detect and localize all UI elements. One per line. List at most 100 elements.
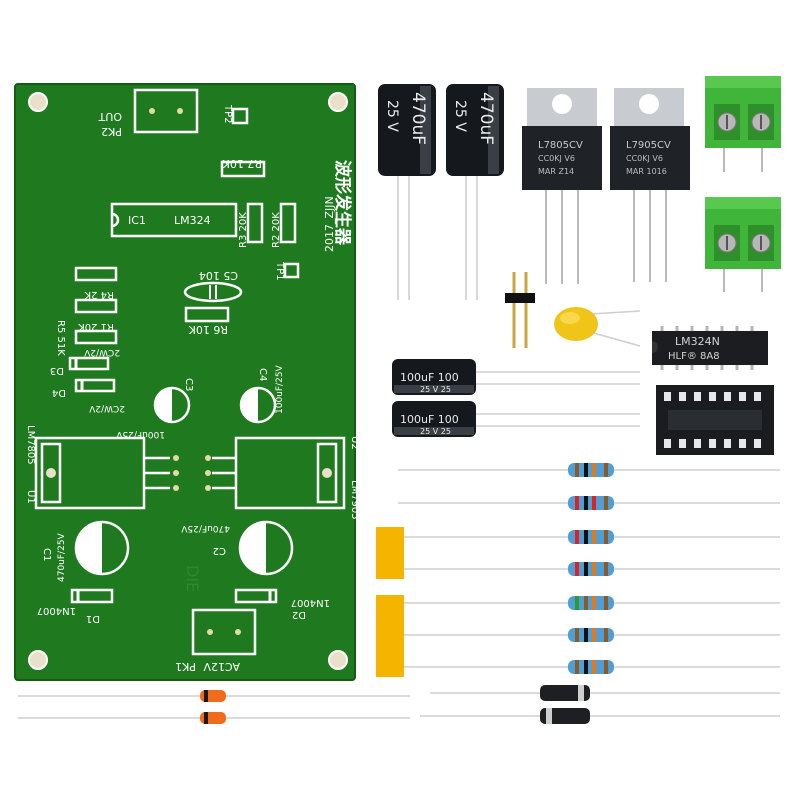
capacitor-100uf-1: 100uF 100 25 V 25 xyxy=(392,359,640,395)
mounting-hole xyxy=(28,92,48,112)
svg-text:L7905CV: L7905CV xyxy=(626,140,671,151)
resistor-7 xyxy=(398,660,780,674)
svg-text:LM324N: LM324N xyxy=(675,335,720,348)
tp2-pad xyxy=(231,107,249,125)
resistor-5 xyxy=(398,596,780,610)
r7-outline xyxy=(220,160,266,178)
svg-text:25 V: 25 V xyxy=(452,100,468,132)
diode-1n4007-2 xyxy=(420,708,780,724)
c5-outline xyxy=(183,281,243,303)
regulator-l7805: L7805CV CC0KJ V6 MAR Z14 xyxy=(522,88,602,284)
resistor-6 xyxy=(398,628,780,642)
mounting-hole xyxy=(28,650,48,670)
r5-outline xyxy=(74,329,118,345)
d4-outline xyxy=(74,378,116,393)
d2-outline xyxy=(234,588,278,604)
capacitor-470uf-1: 470uF 25 V xyxy=(378,84,436,300)
r6-label: R6 10K xyxy=(188,323,228,336)
mounting-hole xyxy=(328,92,348,112)
c5-label: C5 104 xyxy=(199,269,238,282)
r1-outline xyxy=(74,298,118,314)
svg-text:25 V 25: 25 V 25 xyxy=(420,385,451,394)
svg-text:MAR Z14: MAR Z14 xyxy=(538,167,574,176)
svg-text:25 V: 25 V xyxy=(384,100,400,132)
zener-diode-2 xyxy=(18,712,410,724)
svg-text:HLF® 8A8: HLF® 8A8 xyxy=(668,351,720,362)
pad-row xyxy=(173,455,211,491)
svg-text:100uF 100: 100uF 100 xyxy=(400,371,459,384)
r4-outline xyxy=(74,266,118,282)
bottom-layer-mark: DIE xyxy=(183,565,202,592)
mounting-hole xyxy=(328,650,348,670)
ic1-label: IC1 xyxy=(128,214,146,227)
u1-part-label: LM7805 xyxy=(25,425,36,465)
ic-lm324: LM324N HLF® 8A8 xyxy=(652,326,768,370)
svg-text:L7805CV: L7805CV xyxy=(538,140,583,151)
diode-1n4007-1 xyxy=(430,685,780,701)
c1-value: 470uF/25V xyxy=(57,532,67,582)
pk2-label: PK2 xyxy=(101,125,122,138)
svg-text:CC0KJ V6: CC0KJ V6 xyxy=(538,154,575,163)
resistor-1 xyxy=(398,463,780,477)
out-label: OUT xyxy=(98,110,122,123)
u2-part-label: LM7905 xyxy=(349,480,360,520)
pcb-board: OUT PK2 TP2 R7 10K IC1 LM324 R3 20K R2 2… xyxy=(14,83,360,681)
board-title-cn: 波形发生器 xyxy=(332,160,353,246)
c3-label: C3 xyxy=(183,378,194,391)
tape-strip-1 xyxy=(376,527,404,579)
c1-label: C1 xyxy=(41,548,52,561)
svg-text:100uF 100: 100uF 100 xyxy=(400,413,459,426)
tp1-pad xyxy=(283,262,300,279)
r3-label: R3 20K xyxy=(238,212,249,248)
pin-header xyxy=(505,272,535,348)
tp2-label: TP2 xyxy=(222,104,233,124)
resistor-4 xyxy=(398,562,780,576)
terminal-block-2 xyxy=(705,197,781,292)
capacitor-100uf-2: 100uF 100 25 V 25 xyxy=(392,401,640,437)
c3-value: 100uF/25V xyxy=(115,429,165,439)
board-title-code: 2017_ZJJN xyxy=(323,196,336,252)
d4-label: D4 xyxy=(52,387,66,398)
ic1-outline xyxy=(110,202,238,238)
d2-value: 1N4007 xyxy=(291,597,330,608)
ic-socket xyxy=(656,385,774,455)
c2-value: 470uF/25V xyxy=(180,523,230,533)
svg-text:CC0KJ V6: CC0KJ V6 xyxy=(626,154,663,163)
pk1-label: PK1 xyxy=(175,660,196,673)
zener-diode-1 xyxy=(18,690,410,702)
ceramic-capacitor xyxy=(554,307,641,347)
r1-label: R1 20K xyxy=(78,321,114,332)
svg-text:MAR 1016: MAR 1016 xyxy=(626,167,667,176)
ac-connector-outline xyxy=(191,608,257,656)
resistor-2 xyxy=(398,496,780,510)
r7-label: R7 10K xyxy=(222,157,262,170)
lm324-label: LM324 xyxy=(174,214,211,227)
capacitor-470uf-2: 470uF 25 V xyxy=(446,84,504,300)
u2-label: U2 xyxy=(349,436,360,450)
ac12v-label: AC12V xyxy=(203,660,240,673)
d2-label: D2 xyxy=(292,609,306,620)
r6-outline xyxy=(184,306,230,323)
d3-outline xyxy=(68,356,110,371)
r2-outline xyxy=(279,202,297,244)
d1-value: 1N4007 xyxy=(37,605,76,616)
r3-outline xyxy=(246,202,264,244)
r4-label: R4 2K xyxy=(84,289,114,300)
z2-label: 2CW/2V xyxy=(88,403,125,413)
svg-text:470uF: 470uF xyxy=(476,92,496,145)
d3-label: D3 xyxy=(50,365,64,376)
d1-label: D1 xyxy=(86,613,100,624)
c4-label: C4 xyxy=(257,368,268,381)
r2-label: R2 20K xyxy=(271,212,282,248)
u1-label: U1 xyxy=(25,490,36,504)
terminal-block-1 xyxy=(705,76,781,172)
tape-strip-2 xyxy=(376,595,404,677)
c4-value: 100uF/25V xyxy=(275,364,285,414)
c2-label: C2 xyxy=(213,545,226,556)
z1-label: 2CW/2V xyxy=(83,347,120,357)
out-connector-outline xyxy=(133,88,199,134)
svg-text:25 V 25: 25 V 25 xyxy=(420,427,451,436)
svg-text:470uF: 470uF xyxy=(408,92,428,145)
regulator-l7905: L7905CV CC0KJ V6 MAR 1016 xyxy=(610,88,690,282)
